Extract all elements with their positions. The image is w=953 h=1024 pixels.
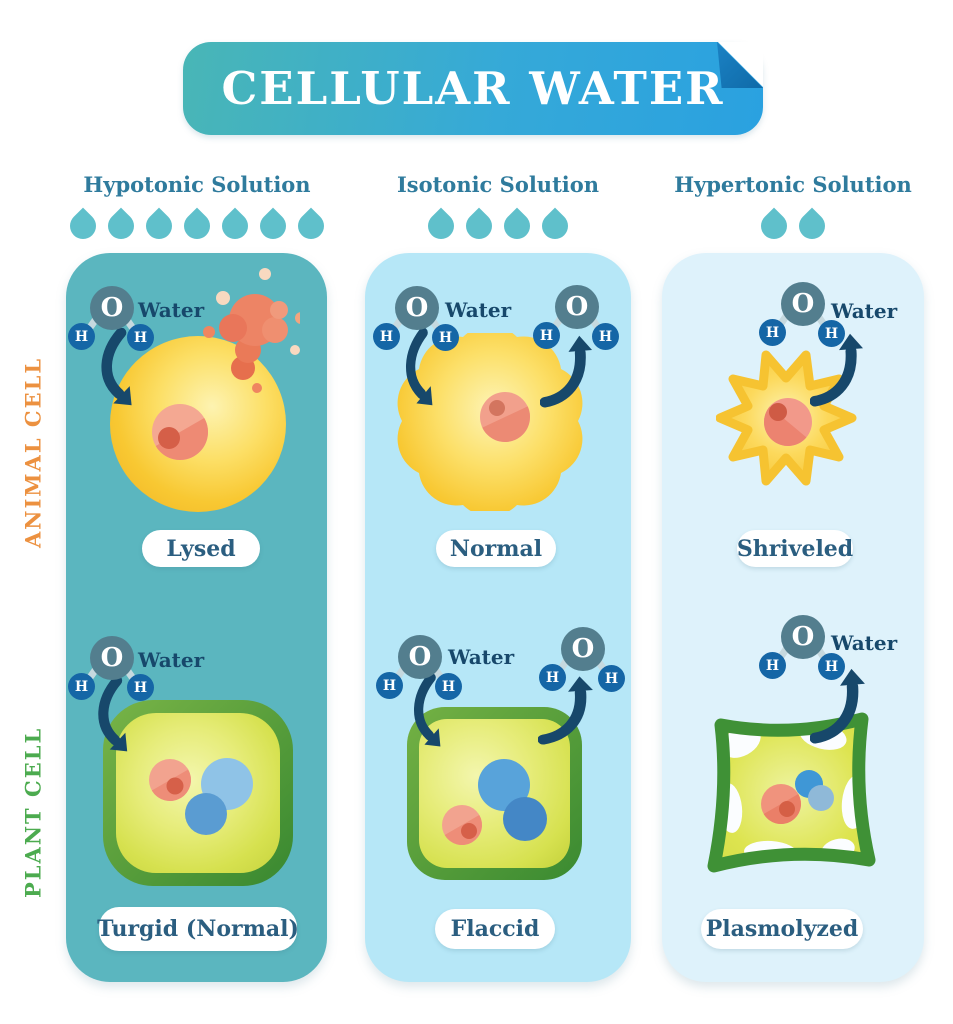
water-droplet-icon	[498, 207, 536, 245]
water-in-arrow-icon	[406, 328, 433, 406]
droplet-row-hypertonic	[662, 206, 924, 246]
water-out-arrow-icon	[810, 668, 865, 744]
hydrogen-atom-right: H	[598, 665, 625, 692]
water-in-arrow-icon	[101, 328, 132, 406]
hydrogen-atom-right: H	[818, 320, 845, 347]
water-molecule-icon: O H H	[758, 282, 848, 348]
row-label-plant-cell: PLANT CELL	[20, 726, 46, 898]
water-droplet-icon	[793, 207, 831, 245]
water-droplet-icon	[536, 207, 574, 245]
normal-animal-cell-illustration	[397, 333, 583, 511]
water-out-arrow-icon	[810, 333, 863, 407]
hydrogen-atom-right: H	[127, 674, 154, 701]
turgid-plant-cell-illustration	[103, 700, 293, 886]
water-droplet-icon	[64, 207, 102, 245]
water-molecule-icon: O H H	[532, 285, 622, 351]
hydrogen-atom-left: H	[68, 673, 95, 700]
water-in-arrow-icon	[98, 676, 128, 752]
water-droplet-icon	[755, 207, 793, 245]
column-header-hypertonic: Hypertonic Solution	[674, 172, 912, 197]
oxygen-atom: O	[90, 286, 134, 330]
water-droplet-icon	[422, 207, 460, 245]
water-label: Water	[138, 648, 205, 672]
water-droplet-icon	[140, 207, 178, 245]
state-label-flaccid: Flaccid	[435, 909, 555, 949]
water-molecule-icon: O H H	[375, 635, 465, 701]
page-corner-fold-icon	[717, 42, 763, 88]
water-droplet-icon	[102, 207, 140, 245]
oxygen-atom: O	[561, 627, 605, 671]
plasmolyzed-plant-cell-illustration	[707, 712, 876, 873]
droplet-row-isotonic	[365, 206, 631, 246]
oxygen-atom: O	[395, 286, 439, 330]
oxygen-atom: O	[90, 636, 134, 680]
water-molecule-icon: O H H	[372, 286, 462, 352]
hydrogen-atom-left: H	[376, 672, 403, 699]
lysed-animal-cell-illustration	[110, 268, 300, 512]
hydrogen-atom-right: H	[592, 323, 619, 350]
hydrogen-atom-right: H	[818, 653, 845, 680]
water-droplet-icon	[292, 207, 330, 245]
shriveled-animal-cell-illustration	[716, 350, 857, 486]
oxygen-atom: O	[398, 635, 442, 679]
water-label: Water	[445, 298, 512, 322]
hydrogen-atom-left: H	[539, 664, 566, 691]
water-droplet-icon	[216, 207, 254, 245]
oxygen-atom: O	[555, 285, 599, 329]
column-header-isotonic: Isotonic Solution	[396, 172, 600, 197]
water-molecule-icon: O H H	[758, 615, 848, 681]
row-label-animal-cell: ANIMAL CELL	[20, 356, 46, 548]
droplet-row-hypotonic	[64, 206, 330, 246]
water-molecule-icon: O H H	[67, 636, 157, 702]
hydrogen-atom-left: H	[759, 652, 786, 679]
hydrogen-atom-right: H	[435, 673, 462, 700]
water-molecule-icon: O H H	[67, 286, 157, 352]
hydrogen-atom-right: H	[127, 324, 154, 351]
water-label: Water	[448, 645, 515, 669]
water-label: Water	[138, 298, 205, 322]
state-label-plasmolyzed: Plasmolyzed	[701, 909, 863, 949]
hydrogen-atom-left: H	[68, 323, 95, 350]
state-label-shriveled: Shriveled	[737, 530, 853, 567]
water-molecule-icon: O H H	[538, 627, 628, 693]
title-banner: CELLULAR WATER	[183, 42, 763, 135]
oxygen-atom: O	[781, 282, 825, 326]
hydrogen-atom-right: H	[432, 324, 459, 351]
water-droplet-icon	[254, 207, 292, 245]
water-out-arrow-icon	[538, 676, 593, 745]
water-out-arrow-icon	[540, 335, 593, 408]
oxygen-atom: O	[781, 615, 825, 659]
water-droplet-icon	[178, 207, 216, 245]
flaccid-plant-cell-illustration	[407, 707, 582, 880]
state-label-normal: Normal	[436, 530, 556, 567]
page-title: CELLULAR WATER	[221, 62, 725, 115]
water-droplet-icon	[460, 207, 498, 245]
water-label: Water	[831, 631, 898, 655]
hydrogen-atom-left: H	[533, 322, 560, 349]
water-in-arrow-icon	[414, 673, 441, 747]
water-label: Water	[831, 299, 898, 323]
hydrogen-atom-left: H	[759, 319, 786, 346]
state-label-lysed: Lysed	[142, 530, 260, 567]
column-header-hypotonic: Hypotonic Solution	[83, 172, 311, 197]
hydrogen-atom-left: H	[373, 323, 400, 350]
state-label-turgid: Turgid (Normal)	[97, 907, 299, 951]
